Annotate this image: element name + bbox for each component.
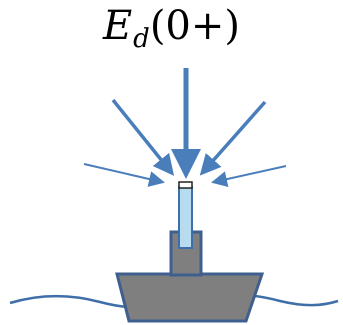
sensor-tube — [178, 186, 193, 249]
irradiance-argument: (0+) — [149, 3, 241, 49]
upper-right-incident-arrow — [199, 100, 267, 176]
lower-right-incident-arrow — [211, 165, 287, 187]
irradiance-symbol: E — [102, 3, 133, 49]
upper-left-incident-arrow — [111, 98, 175, 176]
irradiance-label: Ed(0+) — [0, 2, 343, 63]
lower-left-incident-arrow — [83, 163, 165, 187]
boat-hull — [115, 272, 265, 323]
irradiance-subscript: d — [133, 24, 150, 54]
cosine-collector — [178, 181, 193, 189]
